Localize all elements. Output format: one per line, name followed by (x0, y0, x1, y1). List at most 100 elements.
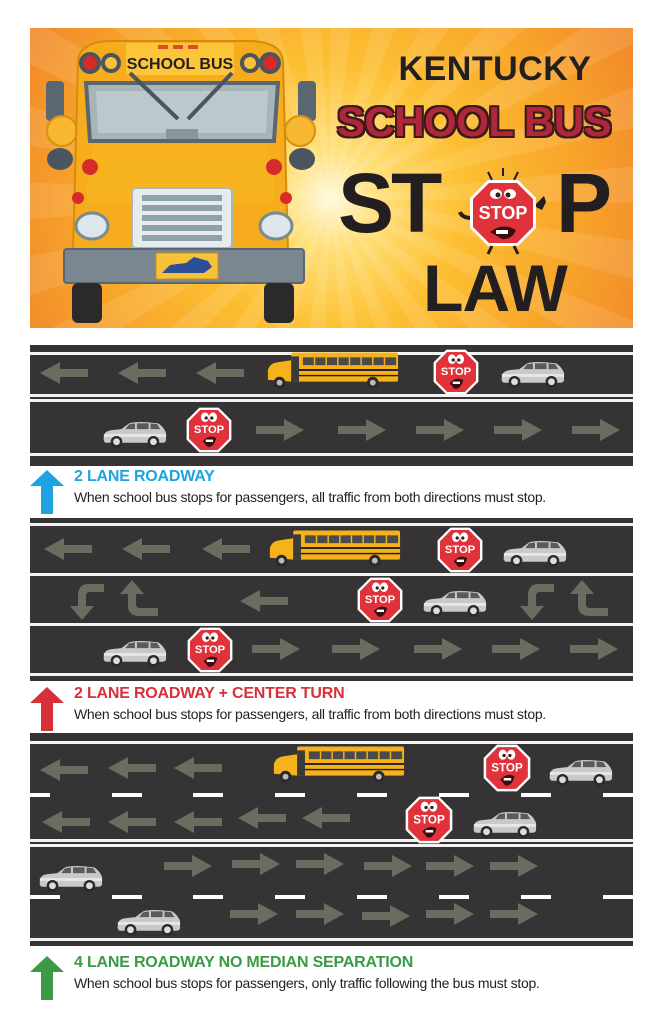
stop-sign-icon (186, 626, 234, 674)
caption-four-lane: 4 LANE ROADWAY NO MEDIAN SEPARATION When… (30, 952, 633, 1002)
arrow-right-icon (256, 419, 304, 441)
center-double-line (30, 399, 633, 402)
school-bus-icon (264, 349, 400, 391)
arrow-left-icon (42, 811, 90, 833)
stop-sign-icon (404, 795, 454, 845)
road-diagram-four-lane (30, 733, 633, 946)
road-edge-line (30, 938, 633, 941)
title-stop-p: P (556, 156, 613, 250)
school-bus-icon (266, 527, 402, 569)
caption-description: When school bus stops for passengers, on… (74, 975, 540, 991)
caption-description: When school bus stops for passengers, al… (74, 489, 546, 505)
stop-sign-character-icon: STOP (458, 168, 546, 255)
arrow-left-icon (202, 538, 250, 560)
up-arrow-icon (30, 687, 64, 731)
arrow-right-icon (416, 419, 464, 441)
lane-dash (603, 895, 633, 899)
arrow-right-icon (296, 903, 344, 925)
arrow-left-icon (302, 807, 350, 829)
road-edge-line (30, 741, 633, 744)
header-banner: SCHOOL BUS KENTUCKY SCHOOL BUS (30, 28, 633, 328)
turn-arrow-icon (516, 580, 556, 620)
arrow-right-icon (230, 903, 278, 925)
car-icon (500, 538, 568, 568)
title-stop-st: ST (338, 156, 442, 250)
turn-arrow-icon (568, 580, 608, 620)
arrow-right-icon (232, 853, 280, 875)
title-law: LAW (423, 251, 568, 325)
lane-dash (112, 895, 142, 899)
arrow-left-icon (108, 757, 156, 779)
up-arrow-icon (30, 470, 64, 514)
arrow-right-icon (362, 905, 410, 927)
arrow-right-icon (490, 903, 538, 925)
arrow-right-icon (492, 638, 540, 660)
lane-dash (30, 793, 50, 797)
turn-arrow-icon (118, 580, 158, 620)
car-icon (470, 809, 538, 839)
title-school-bus: SCHOOL BUS (336, 98, 612, 145)
road-edge-line (30, 453, 633, 456)
stop-sign-icon (482, 743, 532, 793)
lane-dash (439, 793, 469, 797)
center-double-line (30, 839, 633, 842)
lane-dash (193, 895, 223, 899)
arrow-right-icon (570, 638, 618, 660)
lane-dash (521, 793, 551, 797)
center-double-line (30, 394, 633, 397)
arrow-right-icon (338, 419, 386, 441)
lane-dash (30, 895, 60, 899)
road-edge-line (30, 523, 633, 526)
arrow-right-icon (164, 855, 212, 877)
caption-heading: 4 LANE ROADWAY NO MEDIAN SEPARATION (74, 954, 414, 971)
caption-heading: 2 LANE ROADWAY (74, 468, 215, 485)
arrow-left-icon (240, 590, 288, 612)
stop-sign-icon (436, 526, 484, 574)
caption-description: When school bus stops for passengers, al… (74, 706, 546, 722)
car-icon (100, 638, 168, 668)
turn-arrow-icon (66, 580, 106, 620)
arrow-right-icon (364, 855, 412, 877)
arrow-left-icon (122, 538, 170, 560)
arrow-left-icon (238, 807, 286, 829)
lane-dash (275, 895, 305, 899)
car-icon (498, 359, 566, 389)
arrow-right-icon (572, 419, 620, 441)
up-arrow-icon (30, 956, 64, 1000)
school-bus-front-illustration: SCHOOL BUS (46, 40, 316, 323)
caption-two-lane: 2 LANE ROADWAY When school bus stops for… (30, 466, 633, 516)
caption-heading: 2 LANE ROADWAY + CENTER TURN (74, 685, 345, 702)
svg-text:STOP: STOP (479, 203, 528, 223)
arrow-right-icon (332, 638, 380, 660)
school-bus-icon (270, 743, 406, 785)
lane-dash (357, 793, 387, 797)
caption-two-lane-center-turn: 2 LANE ROADWAY + CENTER TURN When school… (30, 683, 633, 733)
arrow-left-icon (40, 759, 88, 781)
lane-dash (357, 895, 387, 899)
bus-sign-text: SCHOOL BUS (127, 56, 234, 73)
arrow-left-icon (196, 362, 244, 384)
stop-sign-icon (432, 348, 480, 396)
arrow-left-icon (174, 757, 222, 779)
road-edge-line (30, 673, 633, 676)
arrow-right-icon (426, 855, 474, 877)
car-icon (420, 588, 488, 618)
lane-line (30, 623, 633, 626)
lane-dash (439, 895, 469, 899)
lane-dash (112, 793, 142, 797)
title-stop: ST STOP P (330, 156, 630, 255)
arrow-left-icon (174, 811, 222, 833)
arrow-right-icon (426, 903, 474, 925)
stop-sign-icon (185, 406, 233, 454)
arrow-right-icon (296, 853, 344, 875)
arrow-left-icon (44, 538, 92, 560)
lane-line (30, 573, 633, 576)
title-kentucky: KENTUCKY (398, 50, 592, 88)
stop-sign-icon (356, 576, 404, 624)
lane-dash (275, 793, 305, 797)
car-icon (114, 907, 182, 937)
arrow-right-icon (490, 855, 538, 877)
car-icon (36, 863, 104, 893)
kentucky-state-outline (162, 257, 212, 273)
arrow-left-icon (118, 362, 166, 384)
